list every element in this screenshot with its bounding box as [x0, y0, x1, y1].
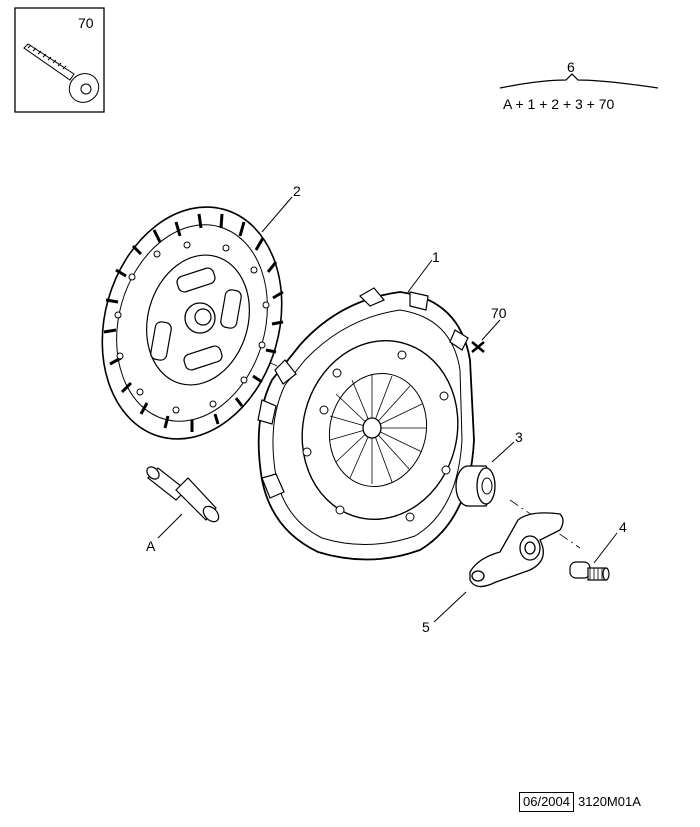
screw-inset: 70	[14, 7, 105, 113]
callout-4: 4	[619, 519, 627, 535]
screw-position-marker	[471, 341, 485, 353]
drawing-date: 06/2004	[519, 792, 574, 812]
clutch-disc	[101, 206, 284, 440]
disc-friction-grooves	[103, 213, 284, 432]
kit-formula: A + 1 + 2 + 3 + 70	[503, 96, 615, 112]
release-fork	[469, 512, 564, 588]
drawing-footer: 06/2004 3120M01A	[519, 792, 641, 812]
kit-number: 6	[567, 59, 575, 75]
drawing-code: 3120M01A	[578, 794, 641, 809]
callout-2: 2	[293, 183, 301, 199]
cover-bolt-holes	[302, 350, 451, 522]
callout-a: A	[146, 538, 156, 554]
disc-damper-springs	[150, 267, 242, 371]
callout-70: 70	[491, 305, 507, 321]
kit-brace	[499, 73, 659, 89]
callout-3: 3	[515, 429, 523, 445]
disc-rivets	[114, 241, 270, 414]
inset-part-number: 70	[78, 15, 94, 31]
callout-5: 5	[422, 619, 430, 635]
callout-1: 1	[432, 249, 440, 265]
pivot-pin	[569, 561, 610, 581]
cover-lugs	[257, 287, 469, 499]
screw-icon	[23, 43, 100, 103]
leader-lines	[157, 196, 618, 623]
release-bearing	[455, 465, 496, 507]
kit-reference: 6 A + 1 + 2 + 3 + 70	[499, 59, 659, 112]
alignment-tool	[146, 466, 220, 523]
pressure-plate	[257, 287, 475, 561]
